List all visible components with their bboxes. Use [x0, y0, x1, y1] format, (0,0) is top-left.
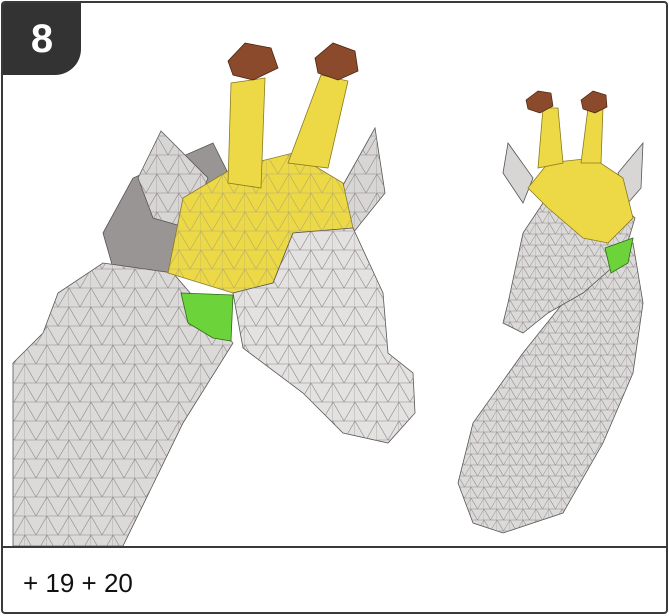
horn-tip-left [228, 43, 278, 80]
giraffe-illustration [3, 3, 666, 546]
parts-caption: + 19 + 20 [23, 568, 133, 599]
giraffe-head-full [458, 91, 643, 533]
ear-left-full [503, 143, 533, 203]
horn-right-full [581, 108, 603, 163]
horn-left-full [538, 108, 563, 168]
step-number-badge: 8 [3, 3, 81, 75]
caption-divider [3, 546, 666, 548]
giraffe-head-closeup [13, 43, 415, 546]
horn-tip-right [315, 43, 358, 80]
horn-left [228, 78, 265, 188]
horn-right [288, 75, 348, 168]
